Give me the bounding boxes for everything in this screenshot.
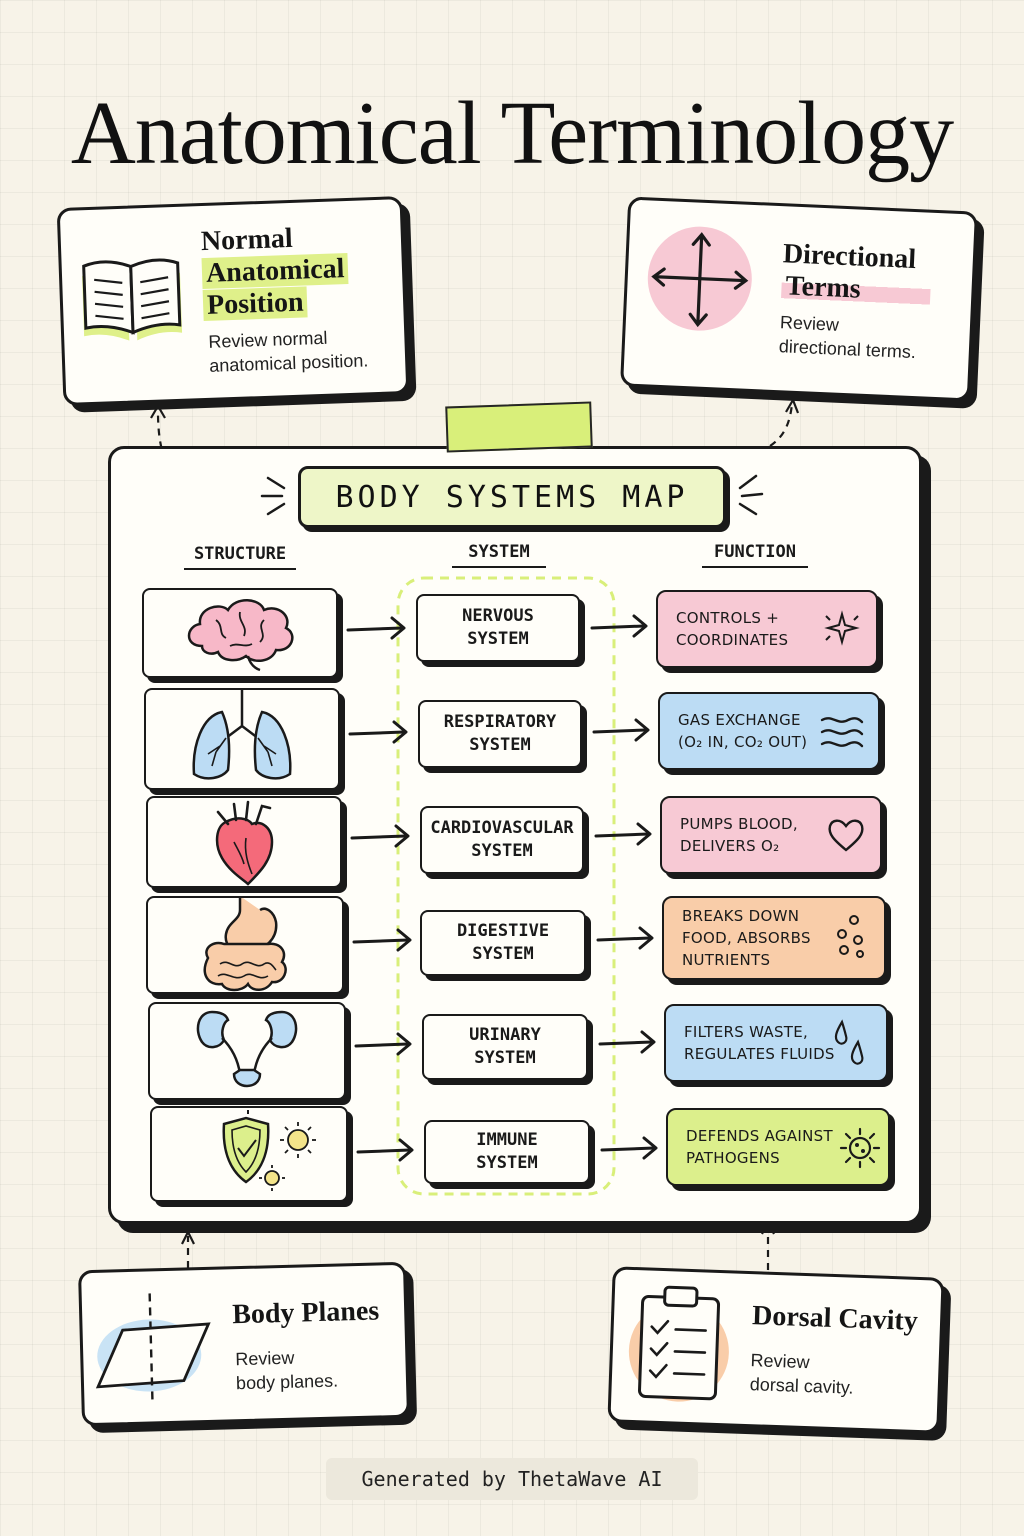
map-title: BODY SYSTEMS MAP: [298, 466, 726, 528]
system-box-urinary: URINARY SYSTEM: [422, 1014, 588, 1080]
function-box-respiratory: GAS EXCHANGE (O₂ IN, CO₂ OUT): [658, 692, 880, 770]
function-text: GAS EXCHANGE (O₂ IN, CO₂ OUT): [678, 711, 808, 751]
card-dorsal-cavity[interactable]: Dorsal Cavity Review dorsal cavity.: [607, 1266, 945, 1434]
virus-icon: [839, 1127, 881, 1169]
card-description-line: Review: [235, 1347, 295, 1370]
heart-icon: [828, 819, 864, 852]
column-header-function: FUNCTION: [702, 542, 808, 568]
structure-box-cardiovascular: [146, 796, 342, 888]
card-body-planes[interactable]: Body Planes Review body planes.: [78, 1261, 410, 1427]
stomach-icon: [203, 898, 287, 992]
function-text: BREAKS DOWN FOOD, ABSORBS NUTRIENTS: [682, 907, 811, 969]
function-text: FILTERS WASTE, REGULATES FLUIDS: [684, 1023, 835, 1063]
function-box-cardiovascular: PUMPS BLOOD, DELIVERS O₂: [660, 796, 882, 874]
open-book-icon: [82, 258, 183, 341]
brain-icon: [187, 599, 294, 672]
function-text: DEFENDS AGAINST PATHOGENS: [686, 1127, 833, 1167]
function-text: PUMPS BLOOD, DELIVERS O₂: [680, 815, 798, 855]
body-plane-icon: [95, 1293, 211, 1406]
heart-organ-icon: [215, 800, 274, 886]
system-box-nervous: NERVOUS SYSTEM: [416, 594, 580, 662]
card-description-line: Review: [750, 1350, 810, 1373]
system-box-immune: IMMUNE SYSTEM: [424, 1120, 590, 1184]
card-normal-anatomical-position[interactable]: Normal Anatomical Position Review normal…: [56, 196, 410, 406]
page-title: Anatomical Terminology: [70, 84, 954, 183]
function-text: CONTROLS + COORDINATES: [676, 609, 789, 649]
system-box-respiratory: RESPIRATORY SYSTEM: [418, 700, 582, 768]
card-description-line: body planes.: [235, 1370, 339, 1394]
sparkle-icon: [824, 610, 860, 646]
bubbles-icon: [837, 915, 864, 958]
function-box-immune: DEFENDS AGAINST PATHOGENS: [666, 1108, 890, 1186]
function-box-urinary: FILTERS WASTE, REGULATES FLUIDS: [664, 1004, 888, 1082]
card-title: Dorsal Cavity: [751, 1300, 919, 1337]
lungs-icon: [192, 690, 292, 780]
structure-box-urinary: [148, 1002, 346, 1100]
droplets-icon: [834, 1019, 864, 1065]
footer-credit: Generated by ThetaWave AI: [326, 1458, 698, 1500]
wind-icon: [820, 717, 864, 748]
structure-box-immune: [150, 1106, 348, 1202]
directional-arrows-icon: [647, 226, 752, 331]
function-box-digestive: BREAKS DOWN FOOD, ABSORBS NUTRIENTS: [662, 896, 886, 980]
kidneys-icon: [196, 1010, 298, 1088]
structure-box-respiratory: [144, 688, 340, 790]
clipboard-icon: [628, 1285, 729, 1402]
card-directional-terms[interactable]: Directional Terms Review directional ter…: [620, 196, 978, 402]
card-title: Body Planes: [231, 1295, 380, 1331]
shield-icon: [222, 1108, 316, 1191]
system-box-cardiovascular: CARDIOVASCULAR SYSTEM: [420, 806, 584, 874]
column-header-structure: STRUCTURE: [184, 544, 296, 570]
function-box-nervous: CONTROLS + COORDINATES: [656, 590, 878, 668]
virus-icon: [264, 1129, 309, 1186]
structure-box-digestive: [146, 896, 344, 994]
structure-box-nervous: [142, 588, 338, 678]
column-header-system: SYSTEM: [452, 542, 546, 568]
system-box-digestive: DIGESTIVE SYSTEM: [420, 910, 586, 976]
card-description-line: dorsal cavity.: [749, 1374, 854, 1398]
